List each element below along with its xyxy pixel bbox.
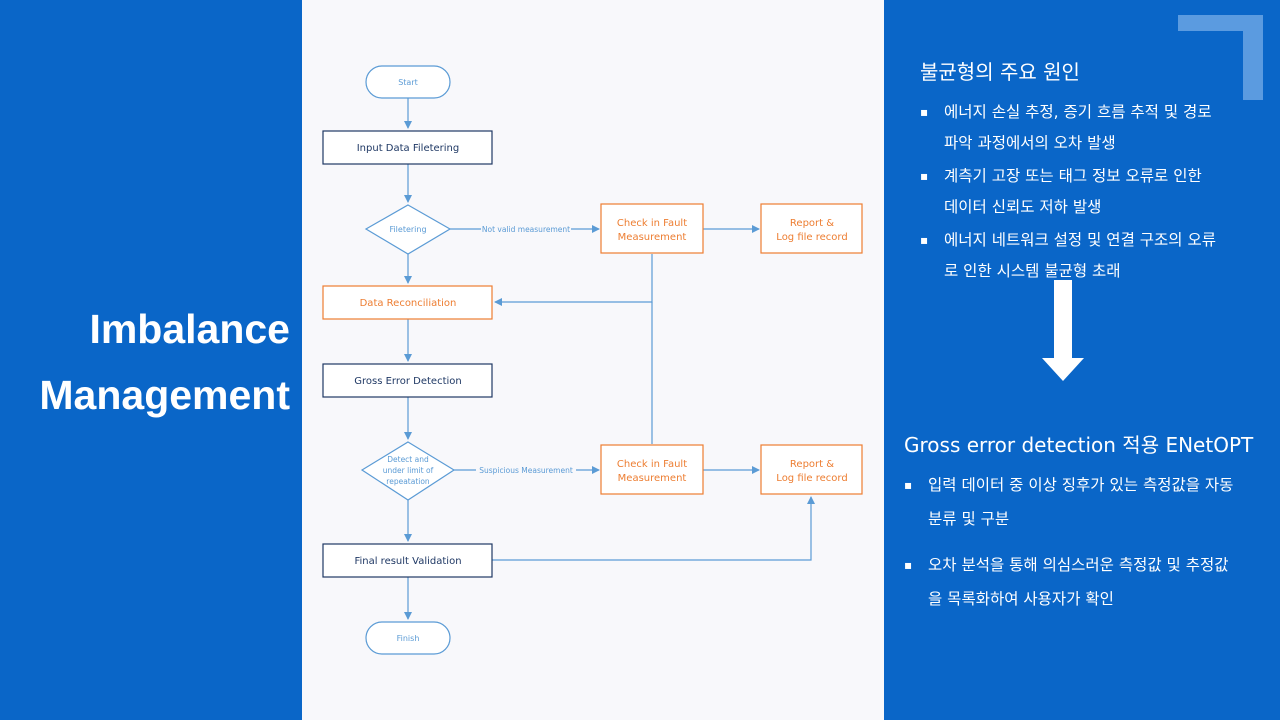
- check-fault-box-2: [600, 444, 704, 495]
- detect-decision-line2: under limit of: [383, 466, 434, 475]
- description-panel: 불균형의 주요 원인 에너지 손실 추정, 증기 흐름 추적 및 경로 파악 과…: [884, 0, 1280, 720]
- slide-title: Imbalance Management: [39, 296, 290, 428]
- check-fault-1-line1: Check in Fault: [617, 218, 687, 229]
- gross-error-box: [322, 363, 493, 398]
- start-node: [365, 65, 451, 99]
- detect-decision: [360, 441, 456, 501]
- list-item: 에너지 네트워크 설정 및 연결 구조의 오류로 인한 시스템 불균형 초래: [920, 225, 1220, 287]
- label-bg: [481, 223, 571, 235]
- suspicious-label: Suspicious Measurement: [479, 466, 573, 475]
- final-validation-label: Final result Validation: [354, 556, 461, 567]
- solution-list: 입력 데이터 중 이상 징후가 있는 측정값을 자동 분류 및 구분 오차 분석…: [904, 468, 1234, 628]
- filtering-decision: [364, 204, 452, 255]
- flowchart-panel: Start Input Data Filetering Filetering N…: [302, 0, 884, 720]
- input-filtering-box: [322, 130, 493, 165]
- check-fault-box-1: [600, 203, 704, 254]
- report-2-line1: Report &: [790, 459, 834, 470]
- report-2-line2: Log file record: [776, 473, 847, 484]
- corner-bracket-top: [1178, 15, 1263, 31]
- report-box-1: [760, 203, 863, 254]
- gross-error-label: Gross Error Detection: [354, 376, 462, 387]
- data-reconciliation-box: [322, 285, 493, 320]
- report-1-line2: Log file record: [776, 232, 847, 243]
- solution-title: Gross error detection 적용 ENetOPT: [904, 433, 1254, 457]
- list-item: 오차 분석을 통해 의심스러운 측정값 및 추정값을 목록화하여 사용자가 확인: [904, 548, 1234, 616]
- flowchart: Start Input Data Filetering Filetering N…: [322, 65, 863, 655]
- input-filtering-label: Input Data Filetering: [357, 143, 460, 154]
- data-reconciliation-label: Data Reconciliation: [360, 298, 457, 309]
- detect-decision-line1: Detect and: [387, 455, 429, 464]
- title-line-1: Imbalance: [89, 306, 290, 352]
- causes-list: 에너지 손실 추정, 증기 흐름 추적 및 경로 파악 과정에서의 오차 발생 …: [920, 97, 1220, 289]
- report-1-line1: Report &: [790, 218, 834, 229]
- label-bg: [476, 464, 576, 476]
- list-item: 계측기 고장 또는 태그 정보 오류로 인한 데이터 신뢰도 저하 발생: [920, 161, 1220, 223]
- list-item: 에너지 손실 추정, 증기 흐름 추적 및 경로 파악 과정에서의 오차 발생: [920, 97, 1220, 159]
- arrow-check-to-reconciliation: [494, 254, 653, 306]
- down-arrow-icon: [1042, 280, 1084, 381]
- arrow-final-report2: [492, 496, 815, 561]
- causes-title: 불균형의 주요 원인: [920, 60, 1080, 84]
- not-valid-label: Not valid measurement: [482, 225, 570, 234]
- finish-label: Finish: [397, 634, 420, 643]
- check-fault-1-line2: Measurement: [618, 232, 687, 243]
- check-fault-2-line2: Measurement: [618, 473, 687, 484]
- finish-node: [365, 621, 451, 655]
- filtering-decision-label: Filetering: [389, 225, 426, 234]
- final-validation-box: [322, 543, 493, 578]
- corner-bracket-side: [1243, 15, 1263, 100]
- title-panel: Imbalance Management: [0, 0, 302, 720]
- detect-decision-line3: repeatation: [386, 477, 430, 486]
- connectors: [404, 98, 815, 620]
- check-fault-2-line1: Check in Fault: [617, 459, 687, 470]
- list-item: 입력 데이터 중 이상 징후가 있는 측정값을 자동 분류 및 구분: [904, 468, 1234, 536]
- title-line-2: Management: [39, 372, 290, 418]
- start-label: Start: [398, 78, 418, 87]
- report-box-2: [760, 444, 863, 495]
